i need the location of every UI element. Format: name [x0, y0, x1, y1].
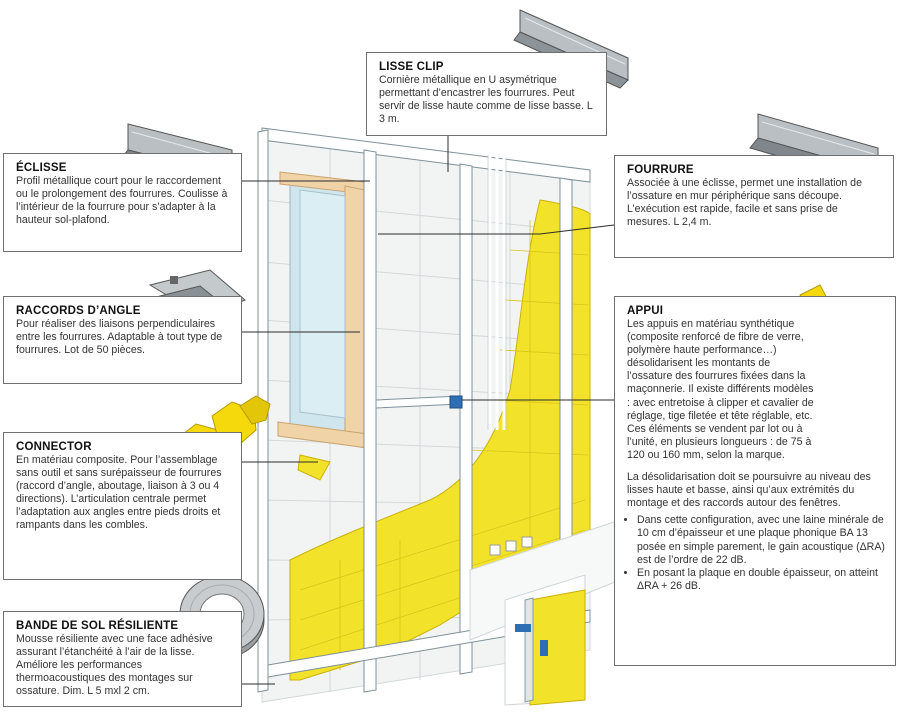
- appui-title: APPUI: [627, 305, 664, 317]
- window: [277, 171, 369, 449]
- bande-text: Mousse résiliente avec une face adhésive…: [16, 633, 213, 698]
- appui-text-1: Les appuis en matériau synthétique (comp…: [627, 318, 814, 461]
- label-connector: CONNECTOR En matériau composite. Pour l’…: [3, 432, 242, 580]
- appui-bullet-1: Dans cette configuration, avec une laine…: [637, 514, 885, 566]
- raccords-text: Pour réaliser des liaisons perpendiculai…: [16, 318, 223, 357]
- label-raccords-angle: RACCORDS D’ANGLE Pour réaliser des liais…: [3, 296, 242, 384]
- bracket-detail: [449, 395, 463, 409]
- cables: [488, 155, 506, 430]
- bande-title: BANDE DE SOL RÉSILIENTE: [16, 620, 179, 632]
- lisse-clip-title: LISSE CLIP: [379, 61, 444, 73]
- appui-bullet-2: En posant la plaque en double épaisseur,…: [637, 567, 885, 593]
- eclisse-title: ÉCLISSE: [16, 162, 67, 174]
- corner-detail-inset: [504, 574, 586, 706]
- eclisse-text: Profil métallique court pour le raccorde…: [16, 175, 228, 227]
- label-bande-sol: BANDE DE SOL RÉSILIENTE Mousse résilient…: [3, 611, 242, 707]
- leader-lines: [242, 136, 615, 685]
- connector-text: En matériau composite. Pour l’assemblage…: [16, 454, 222, 532]
- lisse-clip-text: Cornière métallique en U asymétrique per…: [379, 74, 593, 126]
- appui-text-2: La désolidarisation doit se poursuivre a…: [627, 471, 871, 510]
- appui-bullets: Dans cette configuration, avec une laine…: [627, 514, 885, 593]
- label-appui: APPUI Les appuis en matériau synthétique…: [614, 296, 896, 666]
- connector-title: CONNECTOR: [16, 441, 92, 453]
- label-fourrure: FOURRURE Associée à une éclisse, permet …: [614, 155, 894, 258]
- fourrure-text: Associée à une éclisse, permet une insta…: [627, 177, 862, 229]
- raccords-title: RACCORDS D’ANGLE: [16, 305, 141, 317]
- label-eclisse: ÉCLISSE Profil métallique court pour le …: [3, 153, 242, 252]
- label-lisse-clip: LISSE CLIP Cornière métallique en U asym…: [366, 52, 607, 136]
- fourrure-title: FOURRURE: [627, 164, 694, 176]
